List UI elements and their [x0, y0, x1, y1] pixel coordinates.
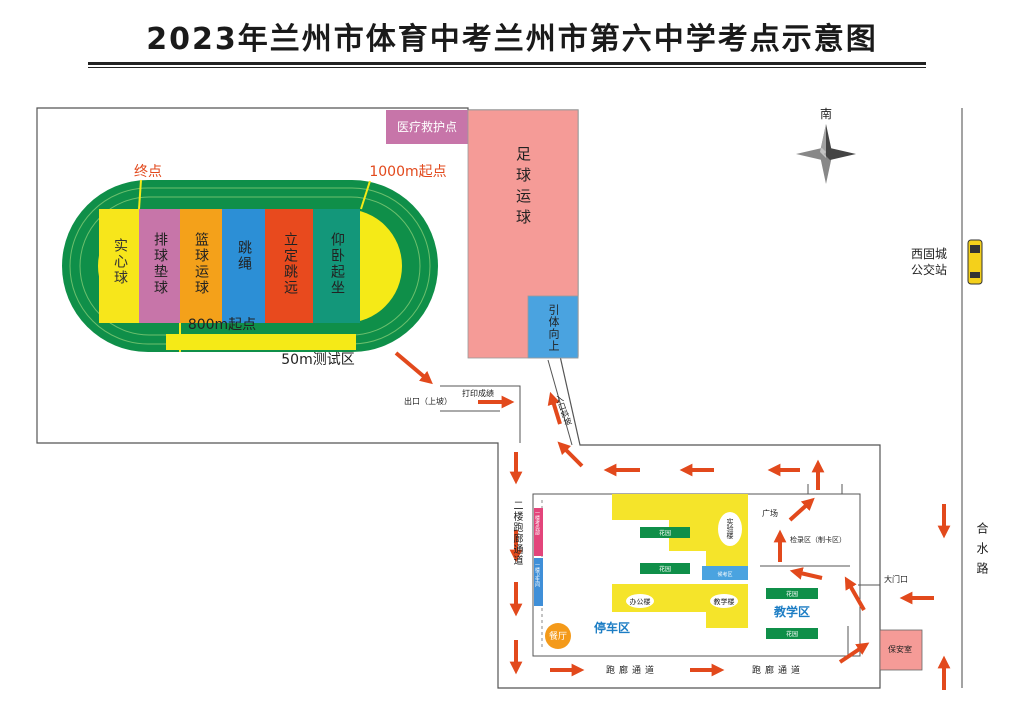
compass-icon — [796, 124, 856, 184]
compass-label: 南 — [820, 106, 832, 121]
guard-label: 保安室 — [888, 644, 912, 654]
station-volleyball — [139, 209, 180, 323]
station-longjump — [265, 209, 313, 323]
exit-label: 出口（上坡） — [404, 396, 452, 406]
finish-line — [138, 179, 142, 210]
garden-label: 花园 — [659, 529, 671, 537]
office-badge — [626, 594, 654, 608]
strip-blue — [534, 558, 543, 606]
arrow — [547, 391, 562, 425]
arrow — [788, 497, 815, 522]
garden-label: 花园 — [786, 630, 798, 638]
title-rule-thin — [88, 67, 926, 68]
finish-label: 终点 — [134, 164, 162, 180]
checkin-label: 检录区（制卡区） — [790, 535, 846, 544]
start-800m-label: 800m起点 — [188, 317, 256, 333]
exit-path — [440, 385, 521, 443]
street-label: 合水路 — [975, 522, 989, 582]
football-label: 足球运球 — [514, 146, 532, 230]
garden-label: 花园 — [786, 590, 798, 598]
arrow — [557, 441, 584, 468]
page-title: 2023年兰州市体育中考兰州市第六中学考点示意图 — [146, 22, 878, 57]
teaching-zone-label: 教学区 — [773, 604, 810, 619]
corridor-bottom-label: 跑廊通道 — [752, 664, 804, 676]
garden-1 — [640, 527, 690, 538]
title-rule — [88, 62, 926, 65]
start-1000m-label: 1000m起点 — [369, 164, 446, 180]
bus-stop-label: 西固城公交站 — [904, 246, 954, 278]
strip-pink-label: 一楼考务部 — [534, 510, 540, 535]
station-label-shotput: 实心球 — [112, 238, 128, 286]
arrow — [838, 642, 870, 664]
strip-pink — [534, 508, 543, 556]
strip-blue-label: 一楼卫生间 — [534, 562, 540, 587]
station-label-volleyball: 排球垫球 — [152, 232, 168, 296]
medical-label: 医疗救护点 — [397, 119, 457, 134]
station-situp — [313, 209, 360, 323]
station-basketball — [180, 209, 222, 323]
garden-3 — [766, 588, 818, 599]
garden-2 — [640, 563, 690, 574]
canteen-circle — [545, 623, 571, 649]
garden-label: 花园 — [659, 565, 671, 573]
station-label-situp: 仰卧起坐 — [329, 232, 345, 296]
corridor-side-label: 二楼跑廊通道 — [511, 500, 522, 566]
medical-point — [386, 110, 468, 144]
canteen-label: 餐厅 — [549, 630, 567, 642]
office-label: 办公楼 — [630, 597, 651, 606]
running-track — [62, 179, 438, 352]
pullup-label: 引体向上 — [547, 304, 560, 352]
station-rope — [222, 209, 265, 323]
entrance-ramp-edge — [547, 359, 573, 446]
parking-label: 停车区 — [594, 620, 630, 635]
bus-stop-text: 西固城公交站 — [910, 247, 947, 277]
teaching-label: 教学楼 — [714, 597, 735, 606]
start-line-1000m — [360, 180, 371, 210]
arrow — [844, 576, 866, 611]
pullup-area — [527, 295, 579, 359]
guard-room — [879, 629, 923, 671]
print-label: 打印成绩 — [462, 388, 494, 398]
lab-label: 实验楼 — [726, 518, 734, 539]
plaza-label: 广场 — [762, 508, 778, 518]
route-arrows — [394, 351, 951, 690]
station-label-basketball: 篮球运球 — [193, 232, 209, 296]
waiting-strip-label-bg — [703, 567, 747, 579]
arrow — [394, 351, 433, 385]
arrow — [789, 567, 823, 580]
gate-label: 大门口 — [884, 574, 908, 584]
plaza-wall — [807, 484, 843, 494]
station-label-longjump: 立定跳远 — [282, 232, 298, 296]
station-label-rope: 跳绳 — [236, 240, 252, 272]
corridor-bottom-label: 跑廊通道 — [606, 664, 658, 676]
teaching-badge — [710, 594, 738, 608]
lab-badge — [718, 512, 742, 546]
bus-icon — [967, 239, 983, 285]
sprint-zone-50m — [166, 334, 356, 350]
garden-4 — [766, 628, 818, 639]
waiting-label: 候考区 — [717, 571, 732, 578]
station-shotput — [99, 209, 139, 323]
sprint-zone-label: 50m测试区 — [281, 352, 354, 368]
